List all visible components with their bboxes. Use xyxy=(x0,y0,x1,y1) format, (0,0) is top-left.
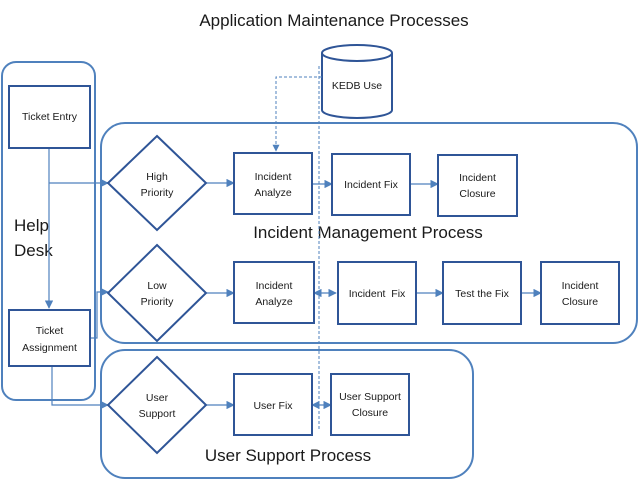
connector-assignment-to-user-support xyxy=(51,366,109,410)
incident-closure-1-label: Incident xyxy=(459,172,496,184)
help-desk-label: Help xyxy=(14,216,49,235)
connector-assignment-to-low-priority xyxy=(90,287,109,339)
incident-analyze-2-label: Incident xyxy=(256,280,293,292)
test-the-fix-box: Test the Fix xyxy=(442,261,522,325)
ticket-assignment-label-2: Assignment xyxy=(22,342,77,354)
incident-analyze-1-label-2: Analyze xyxy=(254,187,292,199)
ticket-entry-label: Ticket Entry xyxy=(22,111,78,123)
incident-analyze-box-1: Incident Analyze xyxy=(233,152,313,215)
ticket-entry-box: Ticket Entry xyxy=(8,85,91,149)
help-desk-label-2: Desk xyxy=(14,241,53,260)
help-desk-group xyxy=(1,61,96,401)
user-support-process-label: User Support Process xyxy=(205,446,371,465)
low-priority-decision: Low Priority xyxy=(106,243,208,343)
test-the-fix-label: Test the Fix xyxy=(455,288,509,300)
user-support-closure-label: User Support xyxy=(339,391,401,403)
kedb-database: KEDB Use xyxy=(321,44,393,119)
diagram-title: Application Maintenance Processes xyxy=(199,11,468,30)
user-support-closure-box: User Support Closure xyxy=(330,373,410,436)
ticket-assignment-label: Ticket xyxy=(36,325,64,337)
incident-fix-box-2: Incident Fix xyxy=(337,261,417,325)
incident-closure-2-label: Incident xyxy=(562,280,599,292)
kedb-label: KEDB Use xyxy=(332,80,382,92)
incident-management-label: Incident Management Process xyxy=(253,223,483,242)
user-fix-box: User Fix xyxy=(233,373,313,436)
incident-analyze-box-2: Incident Analyze xyxy=(233,261,315,324)
user-support-group xyxy=(100,349,474,479)
high-priority-label-2: Priority xyxy=(141,187,174,199)
user-support-decision: User Support xyxy=(106,355,208,455)
low-priority-label: Low xyxy=(147,280,167,292)
low-priority-label-2: Priority xyxy=(141,296,174,308)
user-support-label-2: Support xyxy=(139,408,176,420)
incident-closure-2-label-2: Closure xyxy=(562,296,598,308)
user-support-closure-label-2: Closure xyxy=(352,407,388,419)
incident-fix-2-label: Incident Fix xyxy=(349,288,406,300)
kedb-dashed-link-analyze xyxy=(272,76,322,152)
incident-analyze-2-label-2: Analyze xyxy=(255,296,293,308)
user-support-label: User xyxy=(146,392,169,404)
high-priority-decision: High Priority xyxy=(106,134,208,232)
incident-closure-box-2: Incident Closure xyxy=(540,261,620,325)
incident-fix-1-label: Incident Fix xyxy=(344,179,398,191)
high-priority-label: High xyxy=(146,171,168,183)
incident-closure-1-label-2: Closure xyxy=(459,188,495,200)
incident-closure-box-1: Incident Closure xyxy=(437,154,518,217)
incident-fix-box-1: Incident Fix xyxy=(331,153,411,216)
incident-analyze-1-label: Incident xyxy=(255,171,292,183)
user-fix-label: User Fix xyxy=(253,400,293,412)
incident-management-group xyxy=(100,122,638,344)
ticket-assignment-box: Ticket Assignment xyxy=(8,309,91,367)
